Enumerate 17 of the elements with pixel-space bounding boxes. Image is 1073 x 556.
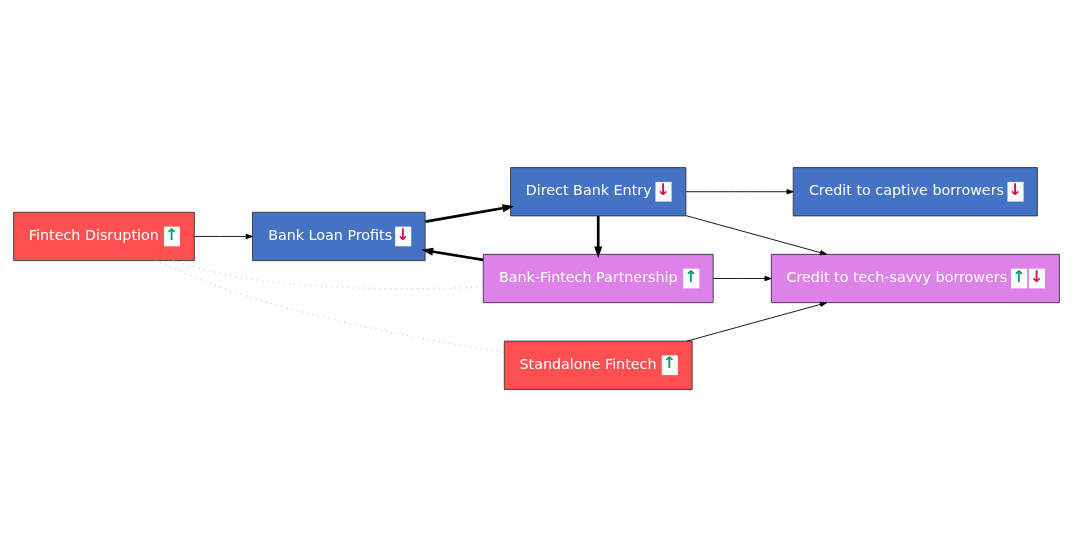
arrow: [686, 301, 827, 342]
arrow: [425, 203, 515, 223]
arrow: [194, 233, 253, 239]
connector: [172, 259, 484, 289]
node-box: Direct Bank Entry ↓: [510, 166, 687, 216]
arrow: [685, 214, 828, 255]
arrow: [594, 215, 603, 258]
node-box: Bank Loan Profits ↓: [252, 211, 426, 261]
arrow: [685, 188, 794, 194]
node-box: Standalone Fintech ↑: [503, 340, 693, 390]
node-box: Bank-Fintech Partnership ↑: [482, 253, 714, 303]
arrow: [712, 275, 772, 281]
arrow: [421, 247, 484, 261]
node-box: Credit to tech-savvy borrowers ↑ ↓: [770, 253, 1060, 303]
node-box: Credit to captive borrowers ↓: [792, 166, 1038, 216]
connector: [154, 259, 505, 353]
node-box: Fintech Disruption ↑: [13, 211, 195, 261]
